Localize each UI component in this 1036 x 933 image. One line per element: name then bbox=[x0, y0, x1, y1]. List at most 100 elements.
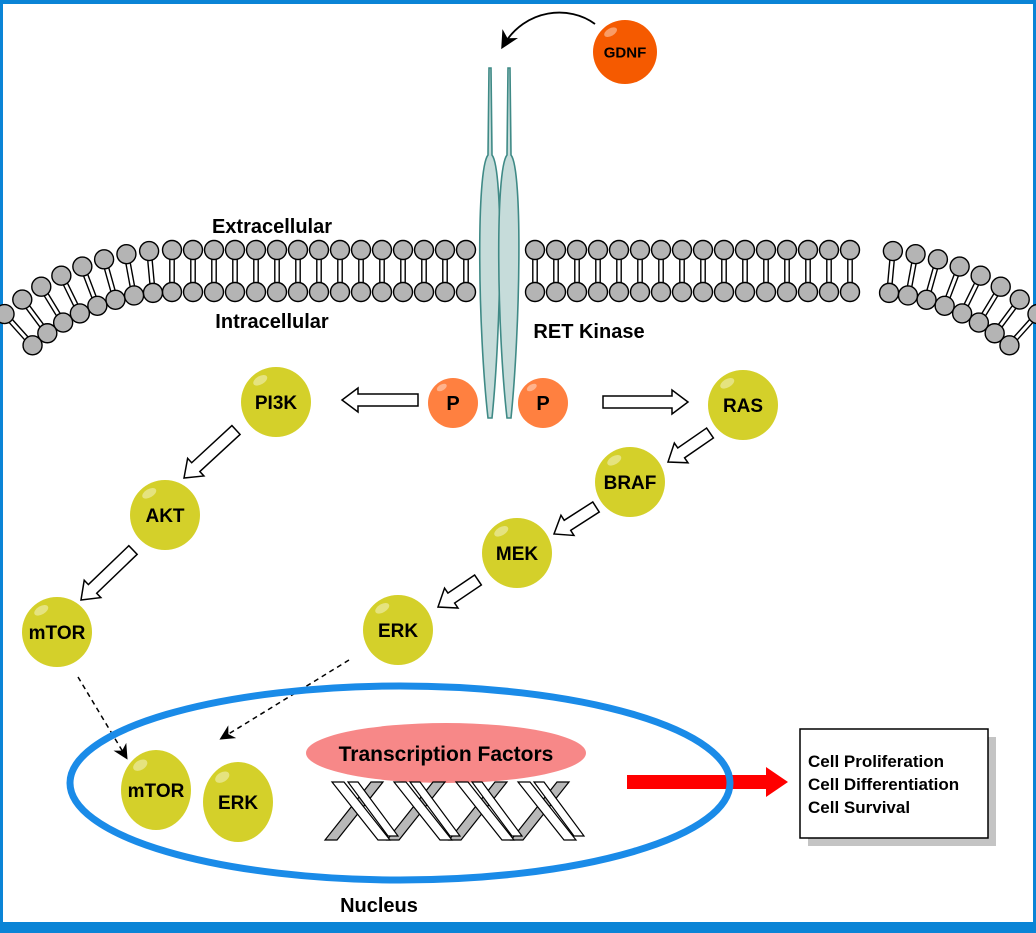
frame-left bbox=[0, 0, 3, 933]
lipid-head bbox=[161, 281, 183, 303]
node-mtor-label: mTOR bbox=[29, 623, 86, 644]
lipid-tail bbox=[28, 305, 45, 326]
lipid bbox=[797, 239, 819, 303]
lipid-head bbox=[434, 281, 456, 303]
lipid bbox=[287, 239, 309, 303]
lipid-head bbox=[713, 281, 735, 303]
lipid-head bbox=[138, 240, 160, 262]
lipid bbox=[245, 239, 267, 303]
lipid-tail bbox=[891, 260, 895, 285]
lipid-tail bbox=[949, 275, 960, 299]
pathway-arrows bbox=[77, 11, 788, 797]
lipid-head bbox=[350, 281, 372, 303]
lipid-head bbox=[224, 239, 246, 261]
dna-strand-front bbox=[454, 781, 516, 841]
lipid-head bbox=[692, 239, 714, 261]
phospho-left-highlight bbox=[436, 383, 447, 392]
lipid-head bbox=[287, 239, 309, 261]
lipid-head bbox=[951, 303, 973, 324]
node-erk-circle bbox=[363, 595, 433, 665]
node-erk: ERK bbox=[363, 595, 433, 665]
dna-strand-front bbox=[408, 781, 462, 837]
lipid bbox=[0, 303, 43, 356]
lipid-tail bbox=[147, 260, 151, 285]
lipid-tail bbox=[125, 263, 131, 288]
lipid-tail bbox=[151, 259, 156, 284]
lipid-head bbox=[72, 256, 93, 277]
lipid-head bbox=[818, 281, 840, 303]
lipid-tail bbox=[911, 263, 917, 288]
lipid-tail bbox=[86, 273, 97, 297]
lipid bbox=[350, 239, 372, 303]
arrow-p-to-pi3k bbox=[340, 386, 419, 414]
lipid-head bbox=[755, 281, 777, 303]
lipid-head bbox=[629, 281, 651, 303]
dna-strand-front bbox=[516, 781, 578, 841]
lipid-tail bbox=[25, 307, 41, 328]
lipid bbox=[455, 239, 477, 303]
lipid-head bbox=[650, 281, 672, 303]
lipid bbox=[984, 289, 1030, 344]
lipid-tail bbox=[1001, 307, 1017, 328]
outcomes-box: Cell Proliferation Cell Differentiation … bbox=[799, 728, 996, 846]
lipid-head bbox=[69, 303, 91, 324]
nuclear-mtor-label: mTOR bbox=[128, 781, 185, 802]
lipid-head bbox=[776, 281, 798, 303]
lipid-head bbox=[734, 281, 756, 303]
lipid bbox=[545, 239, 567, 303]
node-mtor-circle bbox=[22, 597, 92, 667]
lipid-head bbox=[524, 239, 546, 261]
lipid-head bbox=[52, 312, 74, 333]
node-pi3k-highlight bbox=[253, 375, 268, 386]
lipid-head bbox=[12, 289, 33, 310]
lipid bbox=[608, 239, 630, 303]
phospho-right-circle bbox=[518, 378, 568, 428]
lipid bbox=[524, 239, 546, 303]
node-ras-highlight bbox=[720, 378, 735, 389]
lipid-head bbox=[350, 239, 372, 261]
receptor-label: RET Kinase bbox=[533, 321, 644, 343]
lipid-tail bbox=[107, 267, 116, 291]
lipid-head bbox=[287, 281, 309, 303]
node-pi3k: PI3K bbox=[241, 367, 311, 437]
node-pi3k-circle bbox=[241, 367, 311, 437]
nuclear-mtor-circle bbox=[121, 750, 191, 830]
lipid-head bbox=[266, 239, 288, 261]
nucleus-label: Nucleus bbox=[340, 895, 418, 917]
lipid-head bbox=[266, 281, 288, 303]
arrow-pi3k-to-akt bbox=[183, 424, 242, 479]
lipid-head bbox=[455, 239, 477, 261]
lipid-tail bbox=[43, 295, 58, 317]
lipid-tail bbox=[11, 318, 29, 338]
phospho-right: P bbox=[518, 378, 568, 428]
lipid-head bbox=[37, 323, 58, 344]
node-akt: AKT bbox=[130, 480, 200, 550]
lipid-tail bbox=[886, 259, 891, 284]
lipid bbox=[566, 239, 588, 303]
lipid bbox=[897, 243, 926, 306]
lipid-head bbox=[990, 276, 1011, 297]
lipid bbox=[72, 256, 108, 316]
lipid-tail bbox=[930, 268, 939, 292]
phospho-left-circle bbox=[428, 378, 478, 428]
lipid bbox=[916, 249, 949, 310]
lipid-tail bbox=[906, 262, 913, 287]
lipid bbox=[224, 239, 246, 303]
lipid-tail bbox=[62, 284, 75, 307]
lipid-head bbox=[984, 323, 1005, 344]
lipid-head bbox=[329, 281, 351, 303]
nucleus-membrane bbox=[66, 682, 734, 884]
lipid-head bbox=[123, 285, 145, 306]
lipid-head bbox=[1009, 289, 1030, 310]
lipid-head bbox=[371, 281, 393, 303]
lipid-head bbox=[392, 239, 414, 261]
lipid bbox=[31, 276, 74, 333]
lipid-head bbox=[566, 239, 588, 261]
lipid-head bbox=[587, 281, 609, 303]
lipid-head bbox=[671, 281, 693, 303]
gdnf-ligand-label: GDNF bbox=[604, 44, 647, 61]
node-braf-circle bbox=[595, 447, 665, 517]
node-mtor: mTOR bbox=[22, 597, 92, 667]
lipid-head bbox=[455, 281, 477, 303]
